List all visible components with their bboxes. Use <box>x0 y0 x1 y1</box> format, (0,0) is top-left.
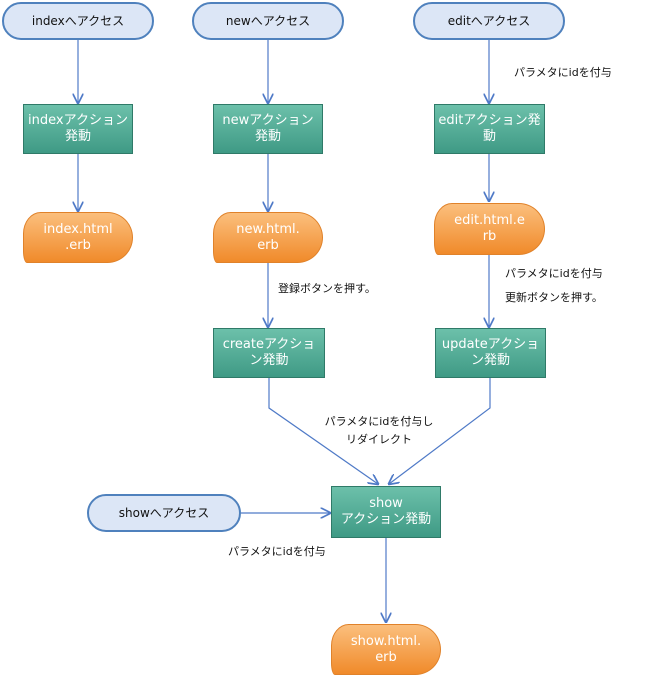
show-action-node: show アクション発動 <box>331 486 441 538</box>
register-button-label: 登録ボタンを押す。 <box>278 282 376 295</box>
create-action-node: createアクショ ン発動 <box>213 328 325 378</box>
show-view-node: show.html. erb <box>331 624 441 675</box>
index-view-node: index.html .erb <box>23 212 133 263</box>
index-action-node: indexアクション 発動 <box>23 104 133 154</box>
index-access-node: indexへアクセス <box>2 2 154 40</box>
new-action-node: newアクション 発動 <box>213 104 323 154</box>
show-access-node: showへアクセス <box>87 494 241 532</box>
update-param-label: パラメタにidを付与 <box>505 267 603 280</box>
update-action-node: updateアクショ ン発動 <box>435 328 546 378</box>
new-access-node: newへアクセス <box>192 2 344 40</box>
edge-update-to-show <box>389 378 491 484</box>
redirect-label: パラメタにidを付与し リダイレクト <box>324 415 434 446</box>
edit-param-label: パラメタにidを付与 <box>514 66 612 79</box>
edge-create-to-show <box>268 378 378 484</box>
edit-action-node: editアクション発 動 <box>434 104 545 154</box>
edit-view-node: edit.html.e rb <box>434 203 545 255</box>
edit-access-node: editへアクセス <box>413 2 565 40</box>
new-view-node: new.html. erb <box>213 212 323 263</box>
update-button-label: 更新ボタンを押す。 <box>505 291 603 304</box>
show-param-label: パラメタにidを付与 <box>228 545 326 558</box>
